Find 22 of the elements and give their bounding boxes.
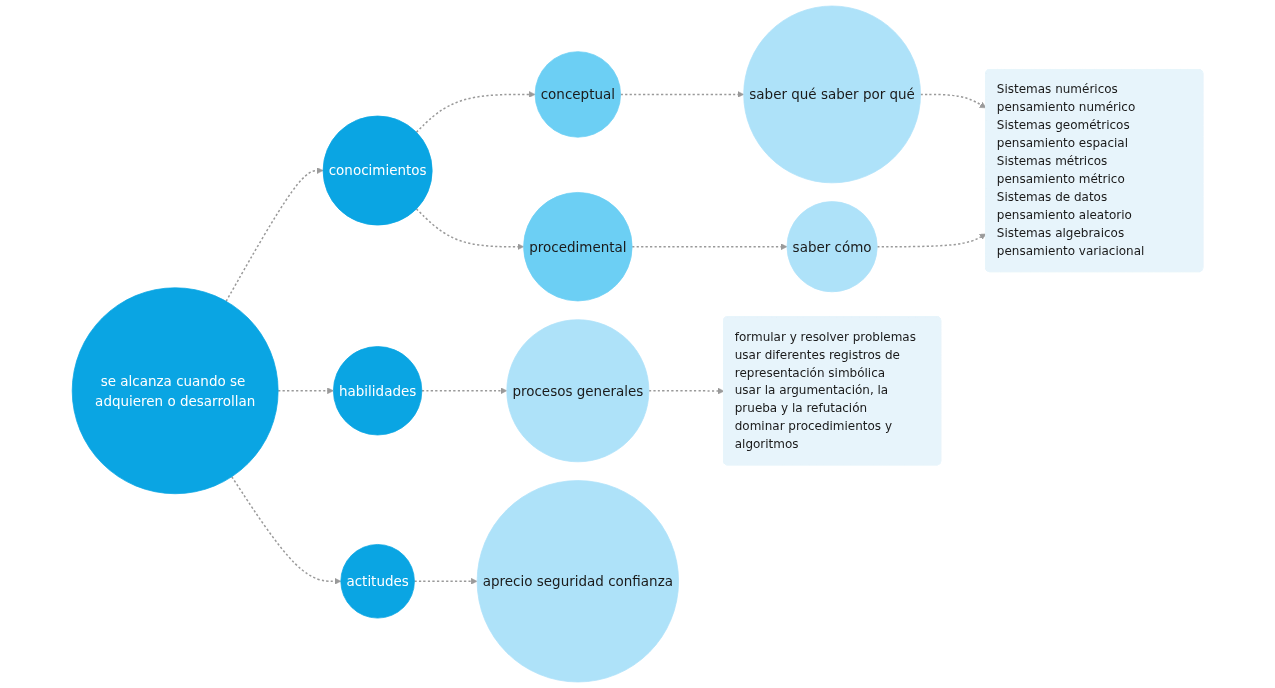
node-circle: habilidades <box>333 346 423 436</box>
node-circle: conocimientos <box>322 115 433 226</box>
node-circle: conceptual <box>534 51 621 138</box>
node-circle: actitudes <box>340 544 415 619</box>
node-circle: saber cómo <box>786 201 878 293</box>
arrow <box>415 91 536 133</box>
node-circle: procedimental <box>523 192 633 302</box>
arrow <box>876 233 987 248</box>
arrow <box>919 93 987 109</box>
arrow <box>648 387 725 395</box>
arrow <box>231 476 342 585</box>
arrow <box>619 91 744 98</box>
arrow <box>413 578 478 585</box>
arrow <box>631 243 788 250</box>
node-circle: saber qué saber por qué <box>743 5 921 184</box>
arrow <box>225 167 324 303</box>
node-circle: se alcanza cuando se adquieren o desarrollan <box>71 287 279 495</box>
arrow <box>415 208 524 250</box>
arrow <box>421 387 508 395</box>
arrow <box>277 387 334 395</box>
node-circle: aprecio seguridad confianza <box>476 480 679 683</box>
node-circle: procesos generales <box>506 319 650 463</box>
